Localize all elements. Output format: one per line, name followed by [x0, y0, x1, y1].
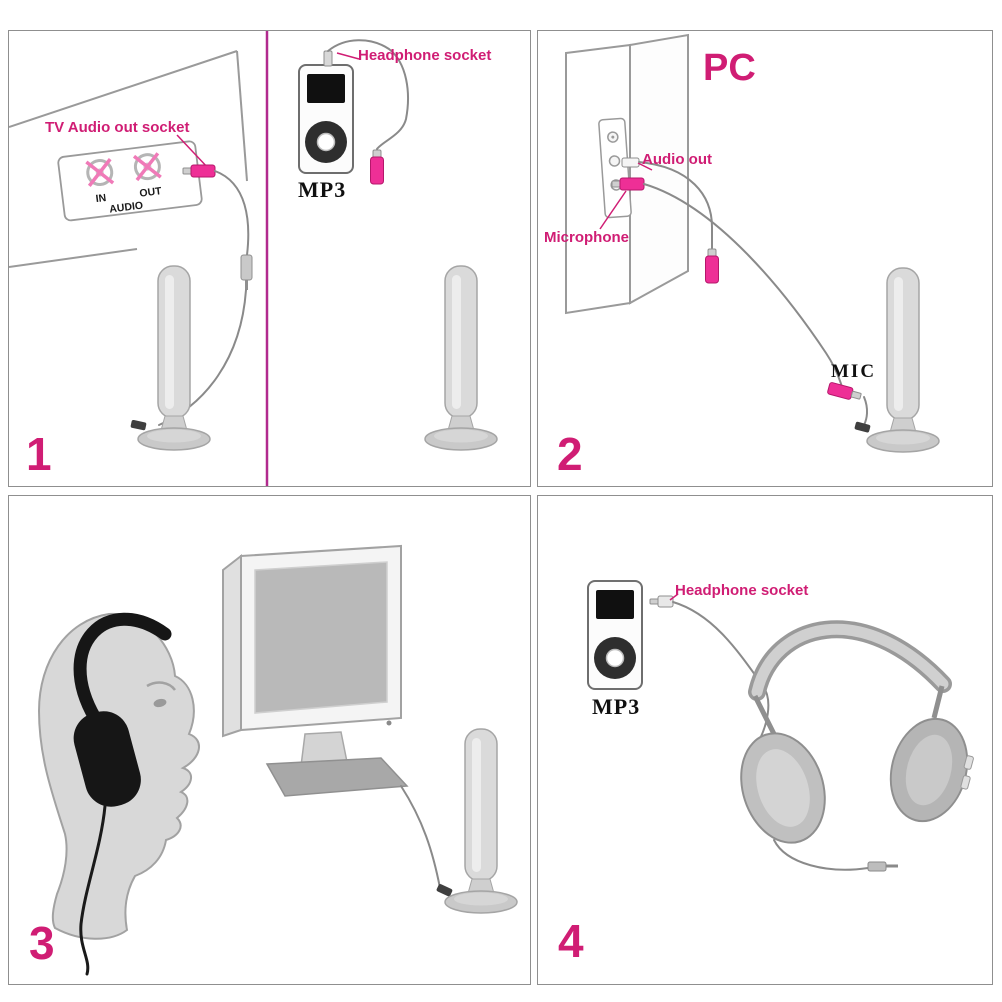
panel4-graphics [587, 580, 974, 872]
panel-pc: PC Audio out Microphone MIC 2 [537, 30, 993, 487]
headphone-socket-label: Headphone socket [358, 47, 492, 64]
pc-tower-graphic [565, 33, 689, 315]
audio-socket-plate: IN OUT AUDIO [57, 140, 203, 222]
headphone-label-pointer-line [669, 593, 679, 601]
mic-cable [643, 183, 843, 388]
headphone-cable [773, 839, 869, 871]
transmitter-tower [444, 728, 518, 914]
jack-audio-label: AUDIO [109, 200, 144, 216]
panel3-graphics [37, 544, 518, 976]
power-led [386, 720, 392, 726]
mp3-label: MP3 [298, 177, 347, 202]
screen [254, 561, 388, 714]
mp3-cable [327, 39, 409, 150]
yoke-right [931, 685, 945, 719]
panel-tv-and-mp3: IN OUT AUDIO [8, 30, 531, 487]
ear-cup-left-icon [740, 732, 826, 844]
headphone-socket-label: Headphone socket [675, 582, 809, 599]
microphone-pointer-line [599, 190, 627, 230]
x-mark-icon [132, 152, 162, 182]
step-number-2: 2 [557, 428, 583, 480]
eyebrow [146, 681, 176, 691]
panel-mp3-headphones: Headphone socket MP3 4 [537, 495, 993, 985]
headphone-cable [79, 804, 107, 976]
volume-button [960, 775, 971, 790]
microphone-label: Microphone [544, 229, 629, 246]
transmitter-tower [866, 267, 940, 453]
mp3-player-icon [587, 580, 643, 690]
transmitter-tower [137, 265, 211, 451]
head-with-headphones-graphic [37, 612, 200, 976]
mic-plug-icon [827, 382, 862, 400]
yoke-left [752, 694, 777, 736]
tower-connector-icon [436, 884, 453, 897]
audio-out-pointer-line [637, 162, 653, 171]
audio-out-label: Audio out [642, 151, 712, 168]
jack-plug-icon [867, 861, 898, 872]
transmitter-tower [424, 265, 498, 451]
tv-graphic: IN OUT AUDIO [9, 50, 248, 268]
headphone-plug-icon [323, 50, 333, 67]
panel1-graphics: IN OUT AUDIO [9, 31, 498, 486]
tv-cable [214, 170, 250, 256]
jack-plug-icon [240, 254, 253, 290]
mp3-player-icon [298, 64, 354, 174]
audio-out-cable [638, 161, 713, 249]
rca-jack-out [133, 153, 161, 181]
monitor-graphic [222, 544, 409, 797]
tower-connector-icon [130, 420, 147, 431]
ear-cup-right-icon [889, 717, 974, 823]
step-number-1: 1 [26, 428, 52, 480]
pink-plug-icon [370, 149, 384, 185]
jack-in-label: IN [95, 192, 107, 205]
headphone-label-pointer-line [336, 52, 360, 60]
volume-button [963, 755, 974, 770]
tv-label-pointer-line [176, 134, 210, 170]
ear-cup-icon [73, 711, 141, 807]
monitor-base [265, 757, 409, 797]
tv-audio-out-socket-label: TV Audio out socket [45, 119, 190, 136]
pink-plug-icon [705, 248, 719, 284]
x-mark-icon [85, 158, 115, 187]
panel-listening-to-tv: 3 [8, 495, 531, 985]
step-number-4: 4 [558, 915, 584, 967]
mp3-label: MP3 [592, 694, 641, 719]
panel2-graphics [565, 33, 940, 453]
tower-connector-icon [854, 421, 871, 433]
eye [153, 698, 167, 708]
pc-label: PC [703, 47, 756, 89]
jack-out-label: OUT [139, 185, 163, 200]
headband-icon [73, 612, 172, 725]
audio-out-plug-icon [621, 157, 640, 168]
tower-cable [863, 396, 868, 426]
rca-jack-in [86, 159, 114, 187]
headphones-graphic [740, 620, 974, 872]
headphone-plug-icon [649, 595, 674, 608]
mic-plug-label: MIC [831, 361, 877, 382]
step-number-3: 3 [29, 917, 55, 969]
tower-cable [400, 785, 441, 889]
